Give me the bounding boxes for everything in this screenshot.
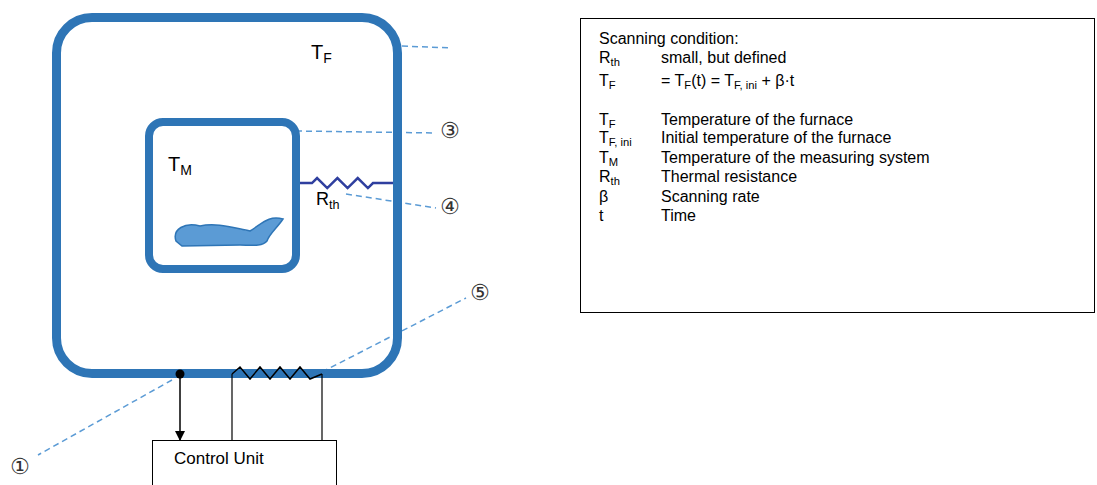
node-text: TF: [599, 71, 616, 90]
node-text: = TF(t) = TF, ini + β·t: [661, 71, 794, 90]
node-text: β: [599, 187, 608, 206]
edge-label: Rth: [316, 189, 340, 211]
node-text: Rth: [599, 48, 620, 67]
leader-line: [402, 46, 452, 48]
sensor-dot: [176, 370, 185, 379]
control-unit-box: Control Unit: [152, 440, 337, 485]
node-text: TF: [599, 110, 616, 129]
furnace-box: TF TM: [52, 13, 402, 378]
leader-line: [346, 194, 436, 208]
node-text: Temperature of the measuring system: [661, 148, 930, 167]
node-text: Thermal resistance: [661, 167, 797, 186]
node-text: small, but defined: [661, 48, 786, 67]
node-text: Scanning condition:: [599, 29, 739, 48]
leader-line: [296, 131, 436, 133]
callout-number: ③: [440, 120, 460, 142]
callout-number: ①: [10, 456, 30, 478]
node-text: TM: [168, 152, 192, 176]
node-text: TF, ini: [599, 128, 632, 147]
heater-wire: [231, 374, 232, 440]
node-text: Time: [661, 206, 696, 225]
callout-number: ④: [440, 196, 460, 218]
node-text: Rth: [599, 167, 620, 186]
node-text: Scanning rate: [661, 187, 760, 206]
heater-wire: [321, 374, 322, 440]
signal-arrow: [179, 378, 181, 440]
node-text: t: [599, 206, 603, 225]
callout-number: ⑤: [470, 282, 490, 304]
measuring-system-box: TM: [145, 118, 300, 273]
thermal-resistor: [300, 178, 393, 188]
node-text: Temperature of the furnace: [661, 110, 853, 129]
condition-note-box: Scanning condition:Rthsmall, but defined…: [580, 18, 1095, 313]
heater-symbol: [232, 367, 322, 379]
node-text: Control Unit: [174, 449, 264, 469]
sample-blob: [175, 218, 283, 246]
node-text: Initial temperature of the furnace: [661, 128, 891, 147]
node-text: TM: [599, 148, 618, 167]
node-text: TF: [311, 40, 332, 64]
